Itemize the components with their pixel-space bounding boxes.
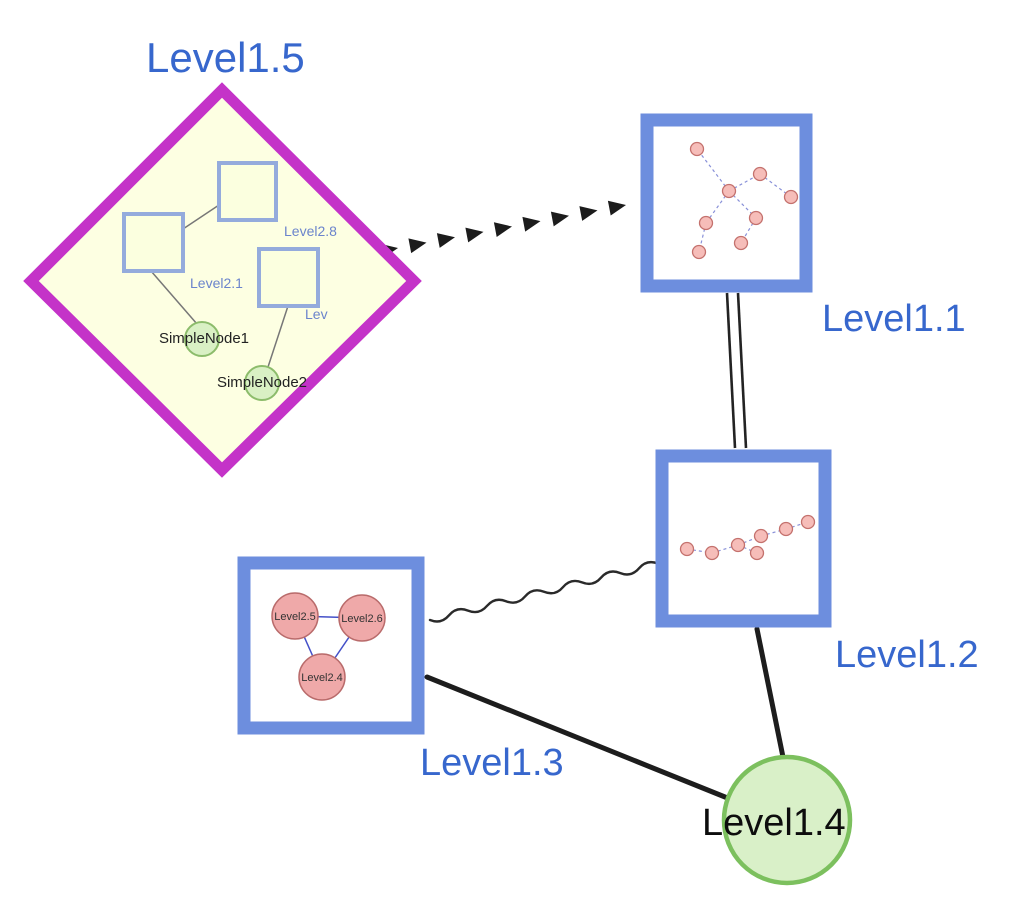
- arrowhead-icon: [408, 235, 428, 254]
- edge-level1_3-to-level1_2[interactable]: [428, 560, 660, 623]
- node-level1_4-label: Level1.4: [702, 802, 846, 844]
- groupbox-level1_1[interactable]: [640, 113, 813, 293]
- node-level2_6[interactable]: [338, 594, 386, 642]
- node-level2_4-label: Level2.4: [301, 672, 343, 684]
- arrowhead-icon: [579, 203, 599, 221]
- node-level1_2-label: Level1.2: [835, 634, 979, 676]
- node-level2_1[interactable]: [122, 212, 185, 273]
- edge-level2_1-to-simple_node1[interactable]: [150, 270, 198, 325]
- node-level2_4[interactable]: [298, 653, 346, 701]
- node-simple_node1[interactable]: [184, 321, 220, 357]
- node-level2_5-label: Level2.5: [274, 611, 316, 623]
- mini-edge: [696, 148, 730, 192]
- node-level1_4[interactable]: [721, 754, 853, 886]
- mini-node[interactable]: [704, 545, 720, 561]
- arrowhead-icon: [550, 208, 571, 227]
- arrowhead-icon: [607, 197, 628, 216]
- edge-line: [736, 292, 748, 449]
- mini-node[interactable]: [691, 244, 707, 260]
- node-level2_clipped[interactable]: [257, 247, 320, 308]
- level1_1-inner-graph: [689, 141, 799, 260]
- mini-edge: [686, 548, 713, 554]
- mini-edge: [711, 544, 739, 554]
- arrowhead-icon: [465, 224, 485, 243]
- node-simple_node2-label: SimpleNode2: [217, 374, 307, 391]
- mini-node[interactable]: [733, 235, 749, 251]
- mini-node[interactable]: [749, 545, 765, 561]
- mini-node[interactable]: [689, 141, 705, 157]
- mini-node[interactable]: [679, 541, 695, 557]
- node-level2_5[interactable]: [271, 592, 319, 640]
- edge-line: [725, 292, 737, 449]
- node-level2_8-label: Level2.8: [284, 223, 337, 239]
- level1_2-inner-graph: [679, 514, 816, 561]
- node-level1_1[interactable]: [640, 113, 813, 293]
- edge-level2_x-to-simple_node2[interactable]: [267, 305, 289, 368]
- node-level1_2[interactable]: [655, 449, 832, 628]
- arrowhead-icon: [493, 219, 514, 238]
- node-level1_1-label: Level1.1: [822, 298, 966, 340]
- mini-node[interactable]: [783, 189, 799, 205]
- node-level2_8[interactable]: [217, 161, 278, 222]
- arrowhead-icon: [436, 229, 457, 248]
- node-level2_1-label: Level2.1: [190, 275, 243, 291]
- diamond-shape[interactable]: [23, 82, 422, 478]
- groupbox-level1_2[interactable]: [655, 449, 832, 628]
- node-level1_3-label: Level1.3: [420, 742, 564, 784]
- mini-node[interactable]: [698, 215, 714, 231]
- mini-node[interactable]: [753, 528, 769, 544]
- mini-node[interactable]: [730, 537, 746, 553]
- node-level2_6-label: Level2.6: [341, 613, 383, 625]
- edge-level1_5-to-level1_1[interactable]: [379, 197, 628, 259]
- edge-level1_3-to-level1_4[interactable]: [424, 674, 733, 802]
- mini-node[interactable]: [778, 521, 794, 537]
- edge-level1_1-to-level1_2[interactable]: [725, 292, 748, 449]
- mini-edge: [760, 528, 787, 537]
- groupbox-level1_3[interactable]: [237, 556, 425, 735]
- mini-node[interactable]: [748, 210, 764, 226]
- node-level1_5-label: Level1.5: [146, 34, 305, 81]
- node-level1_5[interactable]: Level2.8 Level2.1 Lev SimpleNode1 Simple…: [23, 82, 422, 478]
- node-level1_3[interactable]: Level2.5 Level2.6 Level2.4: [237, 556, 425, 735]
- node-simple_node1-label: SimpleNode1: [159, 330, 249, 347]
- edge-level1_2-to-level1_4[interactable]: [754, 626, 786, 760]
- mini-node[interactable]: [721, 183, 737, 199]
- mini-node[interactable]: [752, 166, 768, 182]
- level1_3-inner-graph: Level2.5 Level2.6 Level2.4: [271, 592, 386, 701]
- edge-level2_1-to-level2_8[interactable]: [182, 204, 220, 230]
- node-level2_clipped-label: Lev: [305, 306, 328, 322]
- node-simple_node2[interactable]: [244, 365, 280, 401]
- mini-node[interactable]: [800, 514, 816, 530]
- arrowhead-icon: [522, 213, 542, 232]
